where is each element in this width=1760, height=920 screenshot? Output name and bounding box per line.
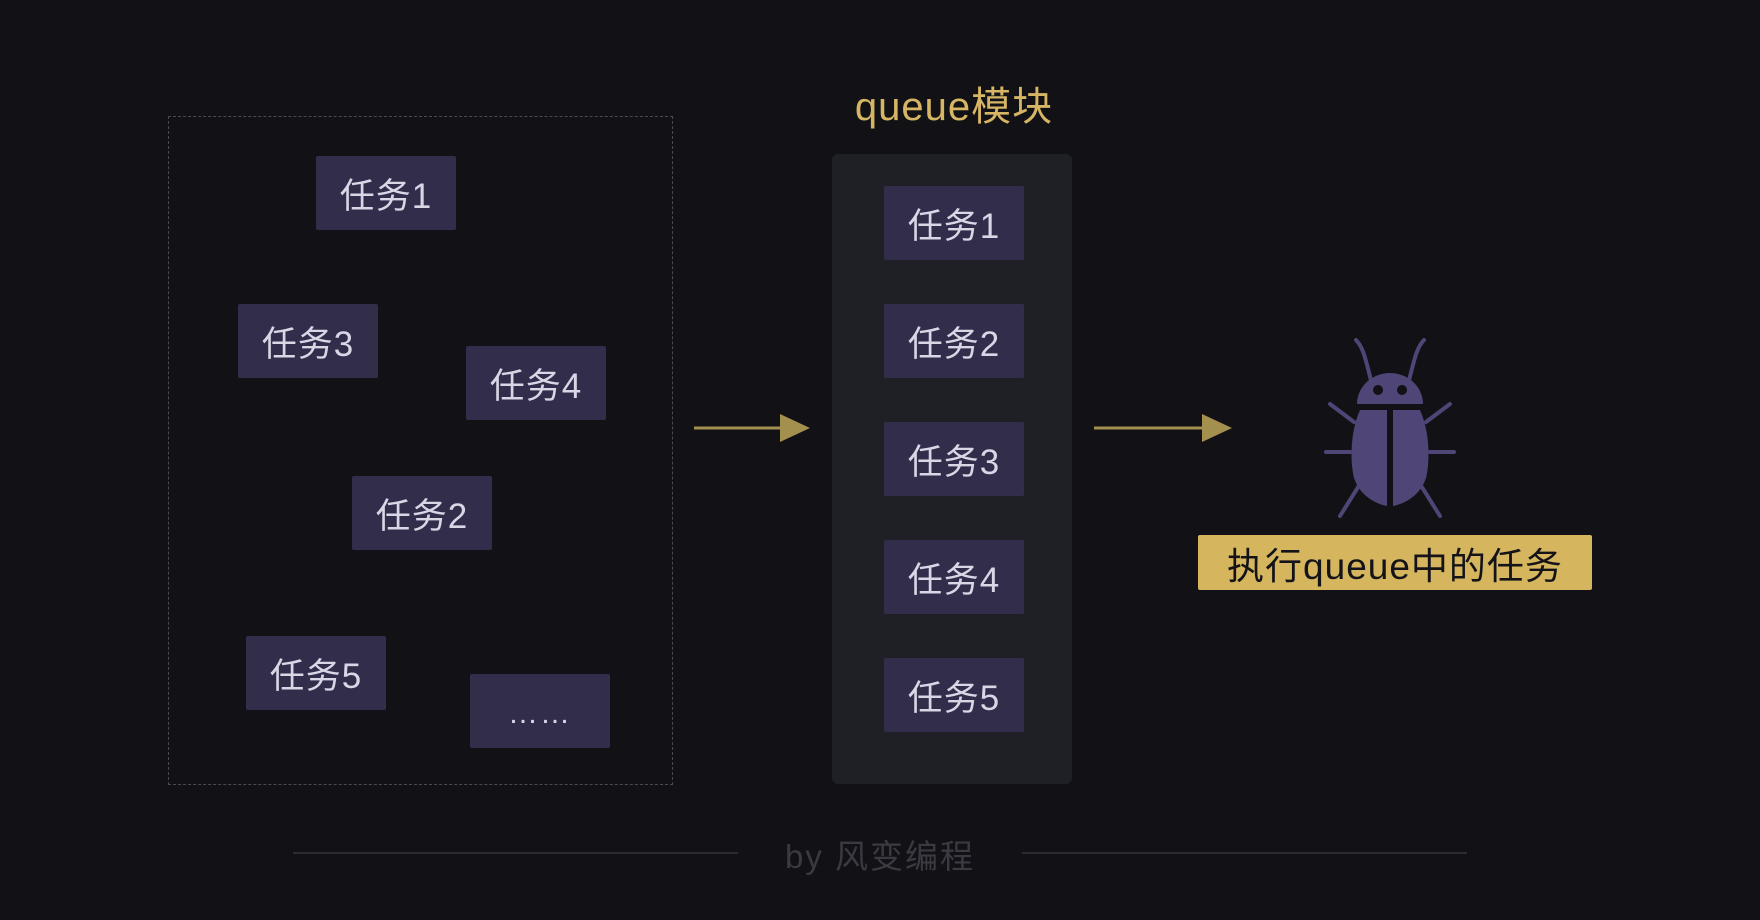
arrow-to-executor	[1094, 414, 1232, 442]
queue-task-2: 任务2	[884, 304, 1024, 378]
footer-credit: by 风变编程	[784, 838, 976, 875]
unordered-task-2: 任务2	[352, 476, 492, 550]
queue-task-3: 任务3	[884, 422, 1024, 496]
unordered-task-more: ……	[470, 674, 610, 748]
queue-task-5: 任务5	[884, 658, 1024, 732]
unordered-task-4: 任务4	[466, 346, 606, 420]
unordered-task-3: 任务3	[238, 304, 378, 378]
unordered-task-group	[168, 116, 673, 785]
unordered-task-1: 任务1	[316, 156, 456, 230]
queue-task-1: 任务1	[884, 186, 1024, 260]
bug-icon	[1324, 338, 1456, 518]
queue-task-4: 任务4	[884, 540, 1024, 614]
footer-divider-right	[1022, 852, 1467, 854]
arrow-to-queue	[694, 414, 810, 442]
unordered-task-5: 任务5	[246, 636, 386, 710]
executor-label: 执行queue中的任务	[1198, 535, 1592, 590]
footer-divider-left	[293, 852, 738, 854]
queue-title: queue模块	[854, 85, 1054, 129]
